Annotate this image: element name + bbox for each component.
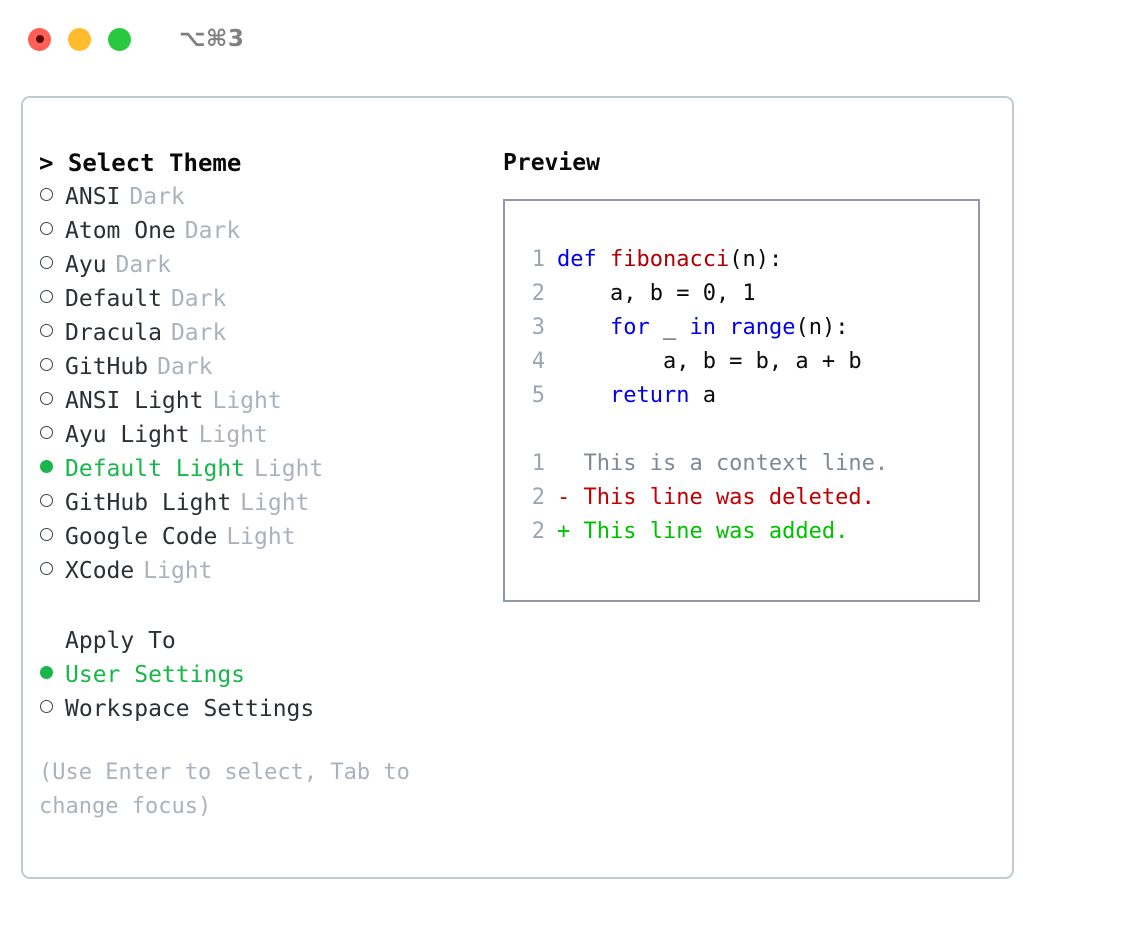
close-button-icon[interactable]: [28, 27, 51, 51]
apply-to-item[interactable]: User Settings: [39, 658, 499, 692]
minimize-button-icon[interactable]: [68, 27, 91, 51]
diff-line: 1 This is a context line.: [519, 447, 978, 481]
theme-item-badge: Light: [226, 524, 296, 550]
code-token-plain: _: [649, 315, 690, 340]
apply-to-item[interactable]: Workspace Settings: [39, 692, 499, 726]
code-token-plain: [557, 383, 610, 408]
code-token-plain: [557, 315, 610, 340]
title-bar: ⌥⌘3: [0, 0, 1140, 78]
theme-item-badge: Light: [240, 490, 310, 516]
diff-line: 2 - This line was deleted.: [519, 481, 978, 515]
diff-line-number: 2: [531, 485, 545, 510]
code-line-text: a, b = b, a + b: [557, 345, 862, 379]
theme-item-badge: Dark: [170, 320, 227, 346]
code-token-kw: range: [729, 315, 796, 340]
code-token-plain: a: [689, 383, 716, 408]
code-line: 2 a, b = 0, 1: [519, 277, 978, 311]
theme-item-label: Ayu Light: [65, 422, 190, 448]
theme-item-label: ANSI Light: [65, 388, 204, 414]
theme-item-label: XCode: [65, 558, 135, 584]
theme-list-item[interactable]: GitHub Dark: [39, 350, 499, 384]
code-line: 1 def fibonacci(n):: [519, 243, 978, 277]
theme-item-badge: Dark: [129, 184, 185, 210]
diff-line-text: This is a context line.: [557, 451, 889, 476]
theme-item-badge: Light: [143, 558, 213, 584]
code-line-number: 1: [531, 247, 545, 272]
keyboard-shortcut-label: ⌥⌘3: [179, 26, 245, 52]
diff-line-number: 2: [531, 519, 545, 544]
code-line-number: 5: [531, 383, 545, 408]
code-line-text: for _ in range(n):: [557, 311, 848, 345]
code-token-fn: fibonacci: [609, 247, 730, 272]
theme-list-item[interactable]: XCode Light: [39, 554, 499, 588]
theme-list-item[interactable]: Default Light Light: [39, 452, 499, 486]
diff-line-text: + This line was added.: [557, 519, 849, 544]
theme-item-badge: Light: [198, 422, 268, 448]
theme-item-label: GitHub: [65, 354, 149, 380]
code-token-kw: return: [609, 383, 690, 408]
theme-list-item[interactable]: Atom One Dark: [39, 214, 499, 248]
code-line-text: a, b = 0, 1: [557, 277, 756, 311]
theme-list-item[interactable]: Default Dark: [39, 282, 499, 316]
code-token-kw: in: [689, 315, 716, 340]
theme-item-label: Atom One: [65, 218, 176, 244]
theme-list-item[interactable]: Ayu Dark: [39, 248, 499, 282]
theme-item-badge: Light: [254, 456, 324, 482]
code-token-plain: a, b = b, a + b: [557, 349, 862, 374]
apply-to-heading: Apply To: [65, 628, 176, 654]
preview-heading: Preview: [503, 150, 600, 176]
diff-sample: 1 This is a context line. 2 - This line wa…: [519, 447, 978, 549]
theme-list-item[interactable]: GitHub Light Light: [39, 486, 499, 520]
diff-line-number: 1: [531, 451, 545, 476]
theme-item-badge: Dark: [170, 286, 227, 312]
diff-line-text: - This line was deleted.: [557, 485, 875, 510]
select-theme-heading: > Select Theme: [39, 149, 242, 177]
theme-item-label: ANSI: [65, 184, 121, 210]
section-spacer: [39, 588, 499, 624]
code-line: 4 a, b = b, a + b: [519, 345, 978, 379]
theme-item-label: Ayu: [65, 252, 107, 278]
code-token-plain: a, b = 0, 1: [557, 281, 756, 306]
theme-list-item[interactable]: Ayu Light Light: [39, 418, 499, 452]
maximize-button-icon[interactable]: [108, 27, 131, 51]
code-line: 5 return a: [519, 379, 978, 413]
window-controls: [28, 27, 131, 51]
code-token-kw: def: [557, 247, 610, 272]
code-token-kw: for: [609, 315, 650, 340]
code-token-plain: (n):: [729, 247, 783, 272]
theme-list-item[interactable]: Google Code Light: [39, 520, 499, 554]
code-line-number: 4: [531, 349, 545, 374]
code-token-plain: (n):: [795, 315, 849, 340]
apply-to-item-label: Workspace Settings: [65, 696, 315, 722]
theme-list-item[interactable]: ANSI Dark: [39, 180, 499, 214]
code-line-text: return a: [557, 379, 716, 413]
code-line-number: 3: [531, 315, 545, 340]
theme-item-badge: Dark: [157, 354, 213, 380]
code-line-number: 2: [531, 281, 545, 306]
theme-item-badge: Dark: [184, 218, 241, 244]
theme-item-label: GitHub Light: [65, 490, 232, 516]
theme-item-label: Default Light: [65, 456, 246, 482]
theme-item-badge: Dark: [115, 252, 171, 278]
code-line: 3 for _ in range(n):: [519, 311, 978, 345]
theme-item-label: Google Code: [65, 524, 218, 550]
theme-item-label: Dracula: [65, 320, 162, 346]
diff-line: 2 + This line was added.: [519, 515, 978, 549]
code-diff-spacer: [519, 413, 978, 447]
theme-list-item[interactable]: ANSI Light Light: [39, 384, 499, 418]
theme-item-badge: Light: [212, 388, 282, 414]
theme-list-item[interactable]: Dracula Dark: [39, 316, 499, 350]
keyboard-hint-text: (Use Enter to select, Tab to change focu…: [39, 760, 424, 819]
theme-item-label: Default: [65, 286, 162, 312]
apply-to-item-label: User Settings: [65, 662, 246, 688]
code-token-plain: [716, 315, 729, 340]
code-line-text: def fibonacci(n):: [557, 243, 782, 277]
